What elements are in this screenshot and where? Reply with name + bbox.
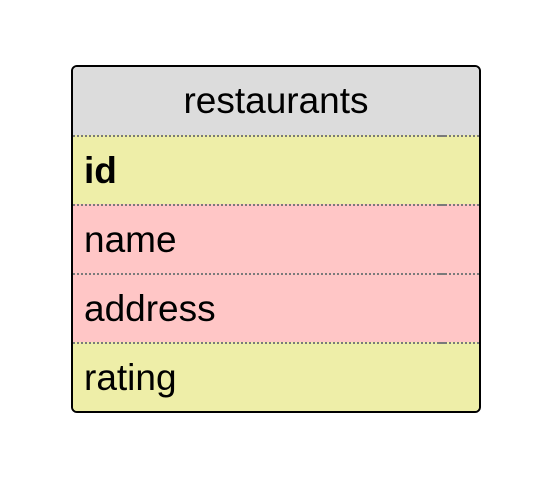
field-rating[interactable]: rating [73,342,479,411]
row-divider-tick [437,204,447,206]
table-title: restaurants [73,67,479,135]
row-divider-tick [437,342,447,344]
field-name[interactable]: name [73,204,479,273]
field-address[interactable]: address [73,273,479,342]
field-id[interactable]: id [73,135,479,204]
row-divider-tick [437,135,447,137]
table-restaurants[interactable]: restaurants id name address rating [71,65,481,413]
row-divider-tick [437,273,447,275]
